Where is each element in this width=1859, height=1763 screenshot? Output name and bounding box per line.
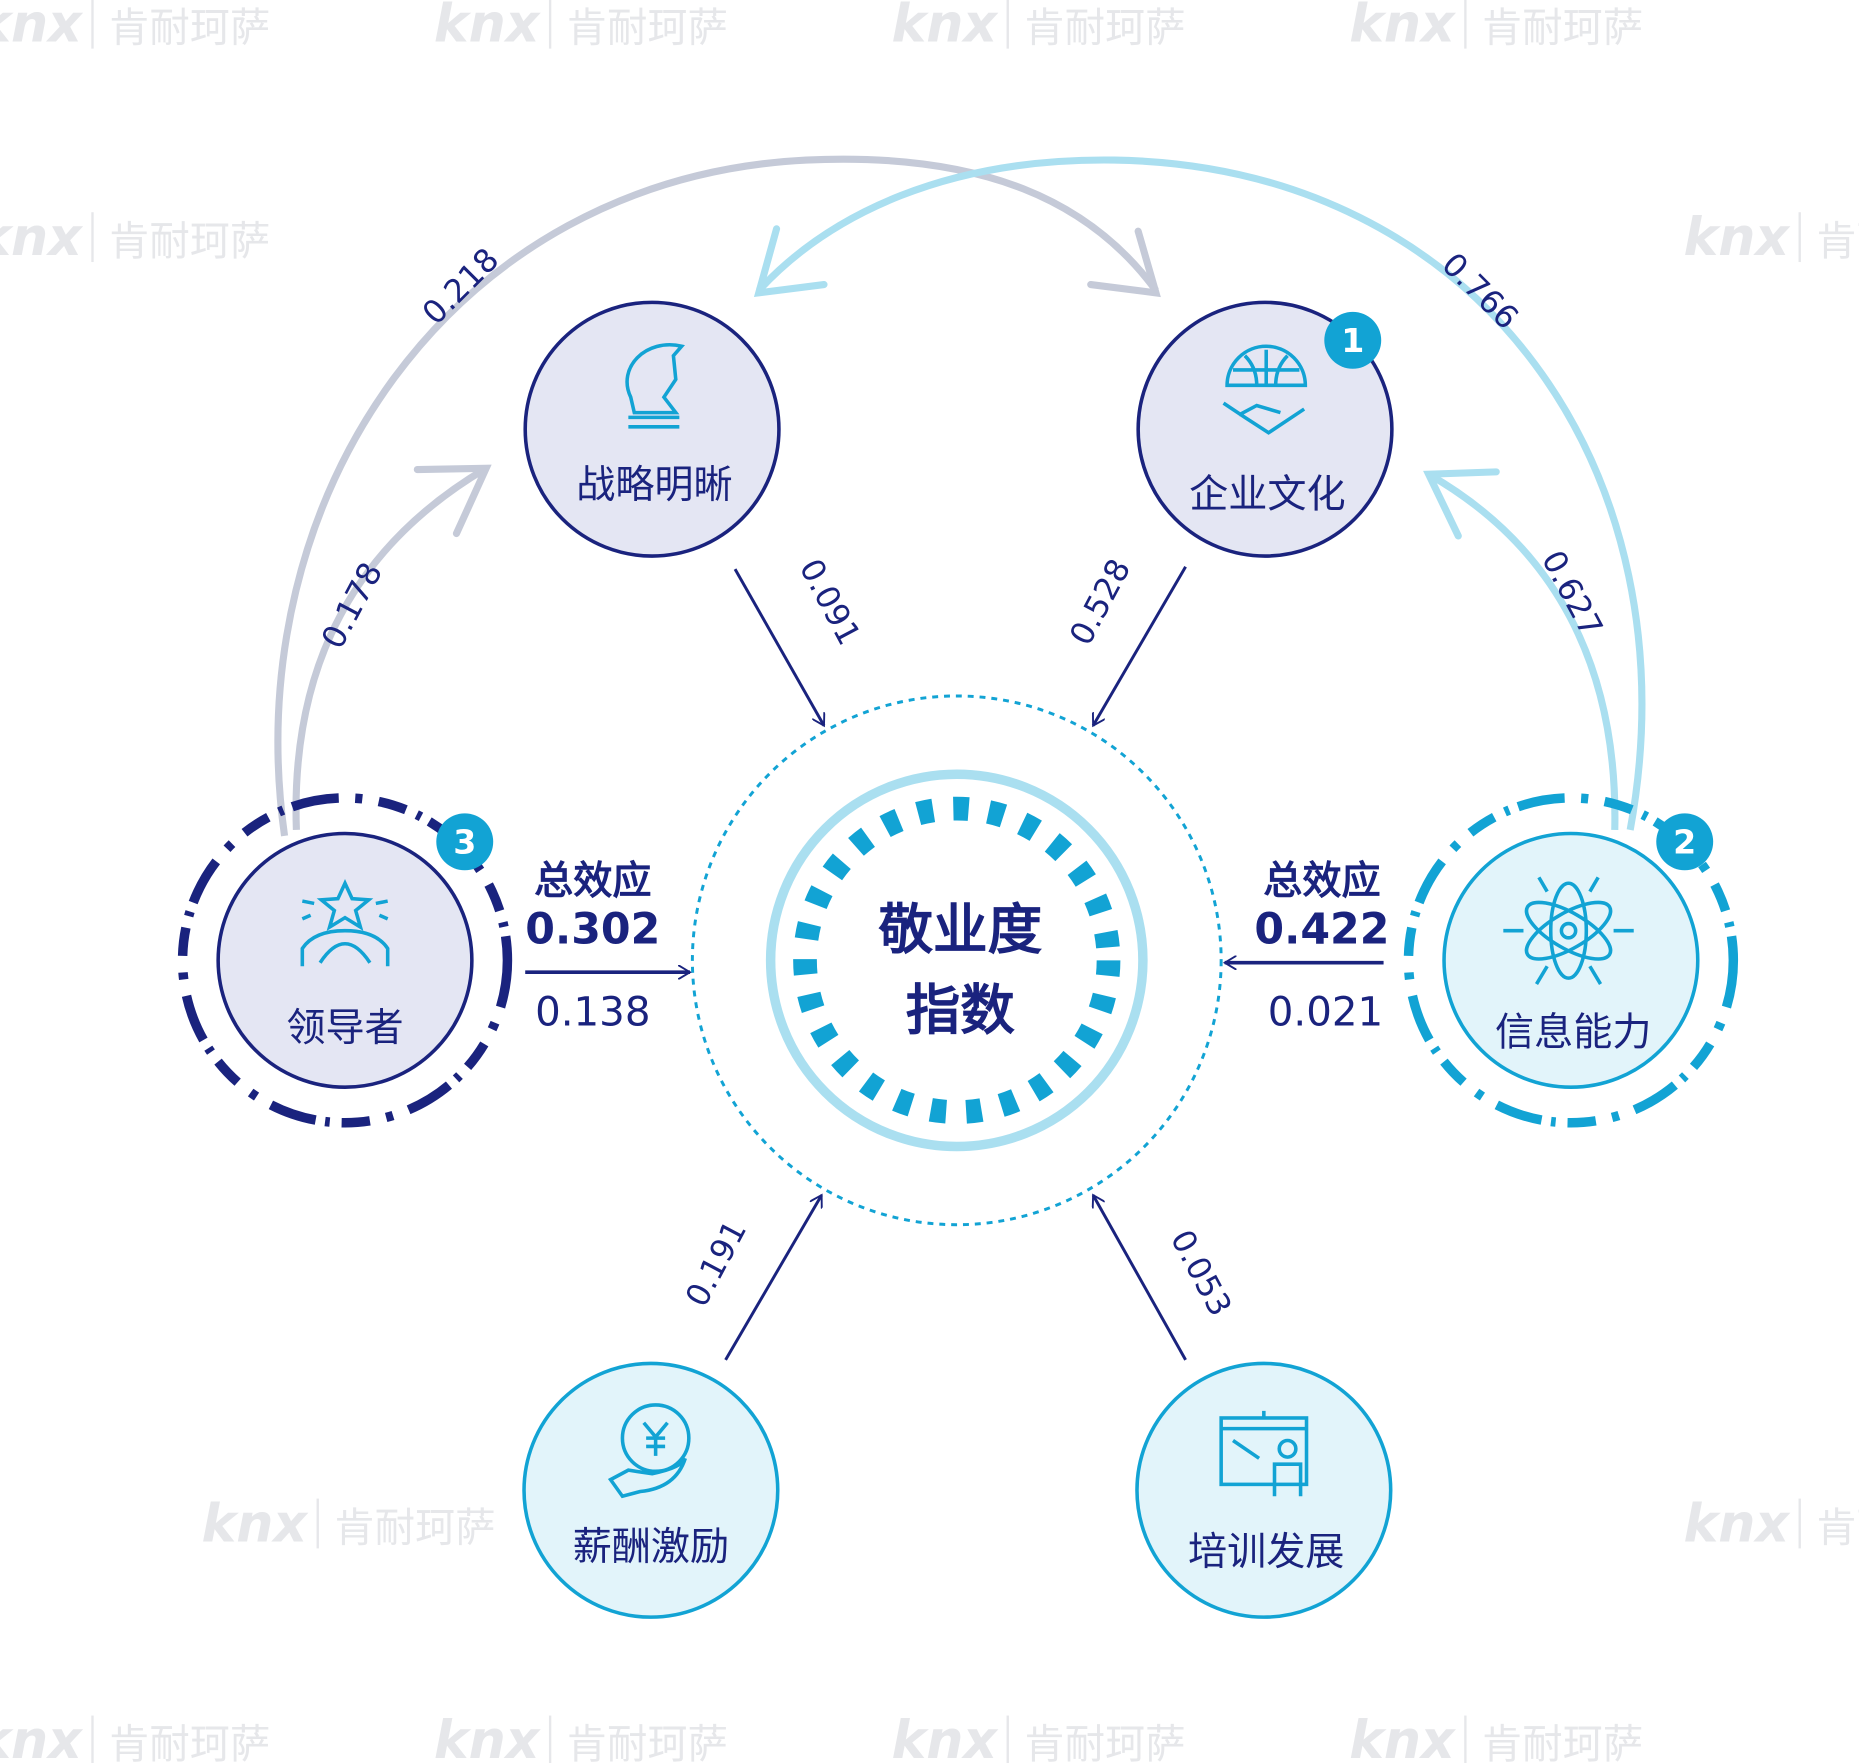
watermark-name: 肯耐珂萨 <box>334 1504 495 1551</box>
watermark-name: 肯耐珂萨 <box>109 1721 270 1763</box>
arrowhead-info-culture <box>1423 468 1500 540</box>
total-effect-label-leader: 总效应 <box>534 859 651 904</box>
total-effect-value-leader: 0.302 <box>525 905 660 955</box>
node-label: 战略明晰 <box>576 463 732 508</box>
watermark-logo: knx <box>0 1711 83 1763</box>
watermark-logo: knx <box>1349 1711 1456 1763</box>
edge-label-training-center: 0.053 <box>1163 1224 1240 1323</box>
node-label: 信息能力 <box>1495 1011 1651 1056</box>
star-person-icon <box>300 879 390 967</box>
center-dashed-ring <box>793 796 1121 1124</box>
center-ring <box>765 769 1148 1152</box>
watermark-name: 肯耐珂萨 <box>1482 1721 1643 1763</box>
node-label: 企业文化 <box>1189 472 1345 517</box>
center-title-line1: 敬业度 <box>878 897 1043 961</box>
node-info[interactable]: 信息能力 2 <box>1442 813 1714 1089</box>
watermark-logo: knx <box>202 1494 309 1554</box>
rank-badge-number: 2 <box>1673 823 1696 862</box>
node-leader[interactable]: 领导者 3 <box>216 813 494 1089</box>
edge-label-strategy-center: 0.091 <box>792 553 869 652</box>
chess-knight-icon <box>625 343 686 429</box>
total-effect-value-info: 0.422 <box>1254 905 1389 955</box>
arrow-strategy-center <box>733 568 826 725</box>
watermark-logo: knx <box>1349 0 1456 55</box>
arrowhead-leader-strategy <box>413 464 492 538</box>
node-pay[interactable]: 薪酬激励 <box>522 1361 780 1619</box>
node-label: 领导者 <box>286 1006 403 1051</box>
watermark-logo: knx <box>1684 1494 1791 1554</box>
globe-handshake-icon <box>1222 344 1308 435</box>
arrow-culture-center <box>1091 565 1187 726</box>
watermark-name: 肯耐珂萨 <box>109 218 270 265</box>
direct-effect-info: 0.021 <box>1268 989 1383 1036</box>
info-outer-ring <box>1403 793 1739 1128</box>
watermark-name: 肯耐珂萨 <box>1024 1721 1185 1763</box>
direct-effect-leader: 0.138 <box>535 989 650 1036</box>
rank-badge-number: 3 <box>453 823 476 862</box>
node-label: 薪酬激励 <box>573 1525 729 1570</box>
watermark-name: 肯耐珂萨 <box>567 1721 728 1763</box>
arrowhead-culture <box>1087 227 1161 298</box>
node-strategy[interactable]: 战略明晰 <box>523 300 781 558</box>
edge-label-culture-center: 0.528 <box>1062 553 1139 652</box>
watermark-name: 肯耐珂萨 <box>109 5 270 52</box>
total-effect-label-info: 总效应 <box>1263 859 1380 904</box>
watermark-name: 肯耐珂萨 <box>567 5 728 52</box>
arrow-pay-center <box>724 1195 823 1361</box>
center-dotted-boundary <box>690 694 1223 1227</box>
watermark-logo: knx <box>434 1711 541 1763</box>
node-label: 培训发展 <box>1188 1530 1344 1575</box>
rank-badge <box>1324 311 1382 369</box>
watermark-logo: knx <box>892 1711 999 1763</box>
atom-icon <box>1503 876 1634 985</box>
edge-label-leader-culture: 0.218 <box>415 240 507 332</box>
rank-badge <box>1656 813 1714 871</box>
watermark-logo: knx <box>0 208 83 268</box>
leader-outer-ring <box>177 793 513 1128</box>
arc-leader-to-strategy <box>292 465 488 831</box>
watermark-name: 肯耐珂萨 <box>1816 218 1859 265</box>
arrowhead-strategy <box>753 225 828 298</box>
node-culture[interactable]: 企业文化 1 <box>1136 300 1394 558</box>
watermark-logo: knx <box>0 0 83 55</box>
edge-label-info-strategy: 0.766 <box>1434 245 1526 337</box>
arc-leader-to-culture <box>274 155 1159 837</box>
edge-label-pay-center: 0.191 <box>678 1214 755 1313</box>
center-title-line2: 指数 <box>906 978 1016 1042</box>
edge-label-leader-strategy: 0.178 <box>314 556 391 655</box>
yen-hand-icon <box>607 1403 691 1499</box>
watermark-name: 肯耐珂萨 <box>1024 5 1185 52</box>
watermark-logo: knx <box>892 0 999 55</box>
rank-badge-number: 1 <box>1341 321 1364 360</box>
edge-label-info-culture: 0.627 <box>1534 544 1611 643</box>
node-training[interactable]: 培训发展 <box>1135 1361 1393 1619</box>
watermark-logo: knx <box>434 0 541 55</box>
watermark-logo: knx <box>1684 208 1791 268</box>
arc-info-to-culture <box>1426 471 1619 831</box>
rank-badge <box>436 813 494 871</box>
watermark-name: 肯耐珂萨 <box>1816 1504 1859 1551</box>
watermark-name: 肯耐珂萨 <box>1482 5 1643 52</box>
presentation-board-icon <box>1219 1410 1309 1497</box>
arrow-training-center <box>1093 1195 1187 1361</box>
arc-info-to-strategy <box>756 156 1646 831</box>
